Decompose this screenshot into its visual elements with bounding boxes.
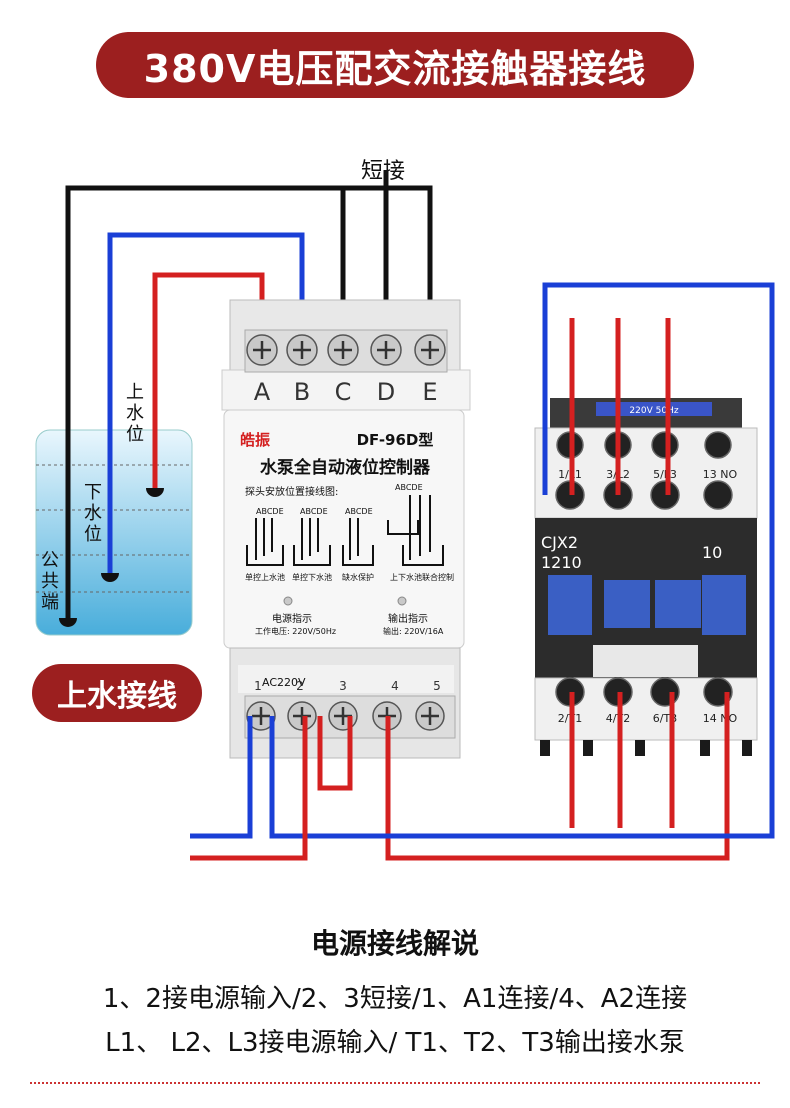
power-indicator-label: 电源指示 xyxy=(272,612,312,625)
bottom-terminal-1: 1 xyxy=(254,679,262,693)
contactor-coil-label: 220V 50Hz xyxy=(629,406,678,416)
explain-line-2: L1、 L2、L3接电源输入/ T1、T2、T3输出接水泵 xyxy=(105,1028,685,1058)
probe-lower-tip xyxy=(101,573,119,582)
terminal-label-b: B xyxy=(294,378,310,406)
tank-label-upper: 上水位 xyxy=(126,382,144,445)
contactor-model-line1: CJX2 xyxy=(541,533,578,552)
water-tank xyxy=(35,429,193,636)
short-label: 短接 xyxy=(361,159,405,184)
tank-label-lower: 下水位 xyxy=(84,482,102,545)
power-wires xyxy=(190,282,775,861)
ac-voltage-label: AC220V xyxy=(262,676,306,689)
controller-model: DF-96D型 xyxy=(357,431,434,449)
ac-contactor xyxy=(534,398,758,741)
bottom-terminal-5: 5 xyxy=(433,679,441,693)
terminal-label-c: C xyxy=(335,378,352,406)
controller-top-terminals xyxy=(244,329,448,373)
contactor-top-no: 13 NO xyxy=(703,468,738,481)
probe-caption: 探头安放位置接线图: xyxy=(245,485,338,498)
tank-label-common: 公共端 xyxy=(41,550,59,613)
mode-letters-1: ABCDE xyxy=(256,507,284,516)
mode-label-2: 单控下水池 xyxy=(292,572,332,582)
contactor-model-line2: 1210 xyxy=(541,553,582,572)
terminal-label-a: A xyxy=(254,378,271,406)
mode-letters-3: ABCDE xyxy=(345,507,373,516)
output-led xyxy=(397,596,407,606)
bottom-terminal-2: 2 xyxy=(296,679,304,693)
wiring-diagram: 短接 上水位 下水位 公共端 A B xyxy=(35,159,775,861)
controller-name: 水泵全自动液位控制器 xyxy=(260,457,431,478)
mode-letters-4: ABCDE xyxy=(395,483,423,492)
work-voltage-label: 工作电压: 220V/50Hz xyxy=(255,626,336,636)
mode-label-1: 单控上水池 xyxy=(245,572,285,582)
bottom-terminal-4: 4 xyxy=(391,679,399,693)
mode-letters-2: ABCDE xyxy=(300,507,328,516)
contactor-model-suffix: 10 xyxy=(702,543,722,562)
divider xyxy=(30,1082,760,1084)
mode-label-3: 缺水保护 xyxy=(342,572,374,582)
mode-label-4: 上下水池联合控制 xyxy=(390,572,454,582)
contactor-top-l3: 5/L3 xyxy=(653,468,677,481)
terminal-label-d: D xyxy=(377,378,395,406)
explain-title: 电源接线解说 xyxy=(310,927,479,960)
side-badge: 上水接线 xyxy=(32,664,202,722)
mode-diagrams xyxy=(246,495,444,566)
probe-upper-tip xyxy=(146,488,164,497)
output-indicator-label: 输出指示 xyxy=(388,612,428,625)
controller-brand: 皓振 xyxy=(240,431,270,449)
output-rating-label: 输出: 220V/16A xyxy=(383,626,444,636)
terminal-label-e: E xyxy=(422,378,437,406)
power-led xyxy=(283,596,293,606)
probe-common-tip xyxy=(59,618,77,627)
explain-line-1: 1、2接电源输入/2、3短接/1、A1连接/4、A2连接 xyxy=(102,984,688,1014)
bottom-terminal-3: 3 xyxy=(339,679,347,693)
contactor-bottom-no: 14 NO xyxy=(703,712,738,725)
page-title: 380V电压配交流接触器接线 xyxy=(96,32,694,98)
